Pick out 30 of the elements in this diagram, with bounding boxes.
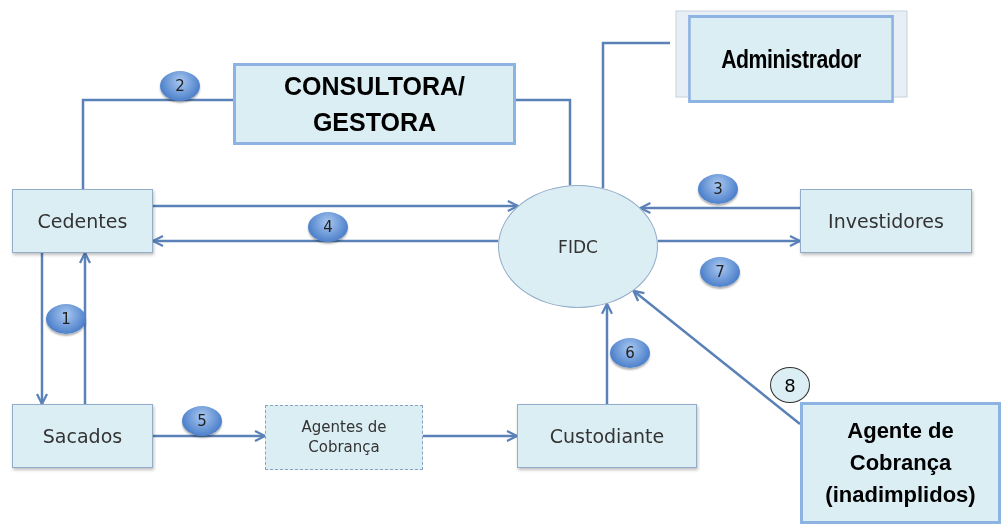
process-box: Investidores bbox=[800, 189, 972, 253]
callout-number: 5 bbox=[182, 406, 222, 436]
process-box: Administrador bbox=[688, 15, 894, 103]
callout-number: 4 bbox=[308, 212, 348, 242]
callout-number: 2 bbox=[160, 71, 200, 101]
process-box: Sacados bbox=[12, 404, 153, 468]
arrow bbox=[639, 201, 800, 215]
arrow bbox=[78, 251, 92, 404]
arrow bbox=[632, 289, 801, 425]
arrow bbox=[600, 302, 614, 404]
arrow bbox=[153, 199, 519, 213]
callout-number: 3 bbox=[698, 174, 738, 204]
callout-number: 8 bbox=[770, 367, 810, 403]
process-box: Custodiante bbox=[517, 404, 697, 468]
callout-number: 1 bbox=[46, 304, 86, 334]
callout-number: 6 bbox=[610, 338, 650, 368]
arrow bbox=[423, 429, 519, 443]
callout-number: 7 bbox=[700, 257, 740, 287]
process-box: Agente de Cobrança (inadimplidos) bbox=[800, 402, 1001, 524]
connector-line bbox=[516, 98, 572, 186]
arrow bbox=[153, 429, 267, 443]
arrow bbox=[657, 234, 802, 248]
connector-line bbox=[81, 98, 233, 189]
process-box: CONSULTORA/ GESTORA bbox=[233, 63, 516, 145]
process-box: Cedentes bbox=[12, 189, 153, 253]
dashed-box: Agentes de Cobrança bbox=[265, 405, 423, 470]
connector-line bbox=[601, 41, 670, 189]
arrow bbox=[151, 234, 499, 248]
fund-ellipse: FIDC bbox=[498, 185, 658, 308]
arrow bbox=[35, 253, 49, 406]
